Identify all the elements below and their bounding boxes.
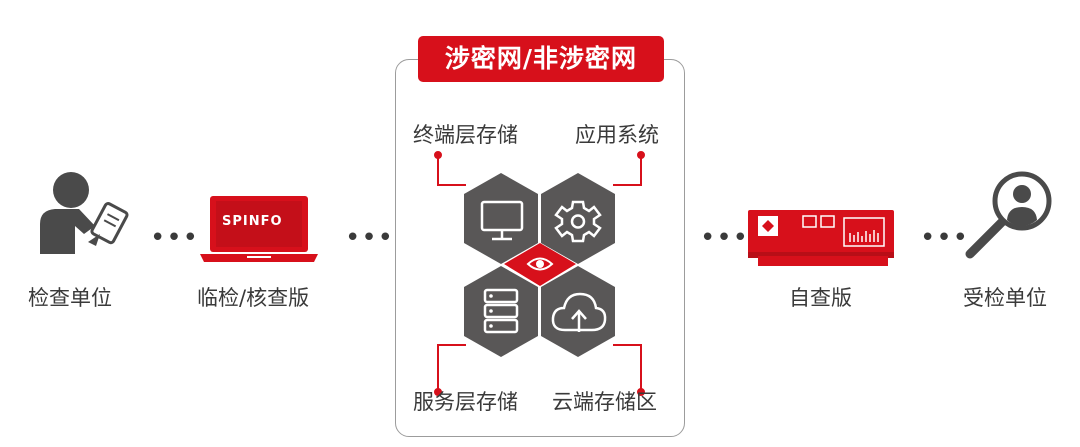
laptop-brand: SPINFO bbox=[222, 214, 283, 229]
hex-top-left bbox=[464, 173, 538, 264]
self-check-label: 自查版 bbox=[789, 286, 852, 310]
laptop-version-label: 临检/核查版 bbox=[197, 286, 310, 310]
label-cloud-storage: 云端存储区 bbox=[552, 390, 657, 414]
network-banner: 涉密网/非涉密网 bbox=[418, 36, 664, 82]
inspected-unit-label: 受检单位 bbox=[963, 286, 1047, 310]
dots-separator: ••• bbox=[700, 223, 750, 253]
hex-top-right bbox=[541, 173, 615, 264]
dots-separator: ••• bbox=[920, 223, 970, 253]
label-application-system: 应用系统 bbox=[575, 123, 659, 147]
dots-separator: ••• bbox=[345, 223, 395, 253]
hex-bottom-left bbox=[464, 266, 538, 357]
label-service-storage: 服务层存储 bbox=[413, 390, 518, 414]
label-terminal-storage: 终端层存储 bbox=[413, 123, 518, 147]
inspector-label: 检查单位 bbox=[28, 286, 112, 310]
dots-separator: ••• bbox=[150, 223, 200, 253]
